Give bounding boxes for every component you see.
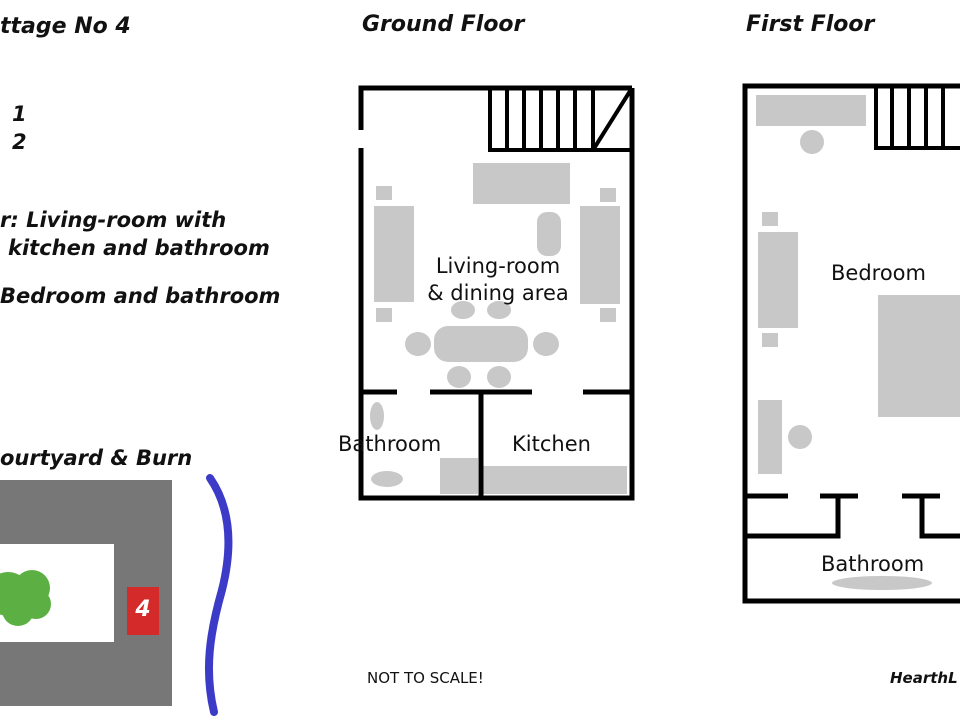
courtyard-lawn [0,544,114,642]
bedroom-label: Bedroom [831,261,926,285]
ground-floor-stairs [505,86,634,152]
info-line-1: 1 [12,102,27,126]
kitchen-label: Kitchen [512,432,591,456]
ground-bathroom-label: Bathroom [338,432,442,456]
cottage-marker-label: 4 [135,597,151,622]
burn-stream [204,474,233,716]
first-floor-description: Bedroom and bathroom [0,284,281,308]
tree-icon [0,570,51,626]
living-room-label: Living-room & dining area [418,253,578,307]
info-line-2: 2 [12,130,27,154]
living-room-label-line2: & dining area [427,281,569,305]
first-bathroom-label: Bathroom [821,552,925,576]
first-floor-furniture [756,95,960,590]
scale-note: NOT TO SCALE! [367,669,484,687]
ground-floor-description-2: kitchen and bathroom [8,236,270,260]
courtyard-title: ourtyard & Burn [0,446,193,470]
ground-floor-description-1: r: Living-room with [0,208,227,232]
first-floor-stairs [890,86,945,148]
first-floor-walls [742,83,960,604]
courtyard-area [0,480,172,706]
ground-floor-title: Ground Floor [362,12,525,37]
cottage-title: ttage No 4 [0,14,131,39]
first-floor-title: First Floor [746,12,875,37]
living-room-label-line1: Living-room [435,254,561,278]
credit-text: HearthL [890,669,958,687]
